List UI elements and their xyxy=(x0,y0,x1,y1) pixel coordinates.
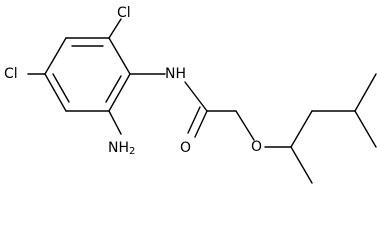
bond-ch-ch2 xyxy=(290,110,313,148)
bond-carbonyl-double-b xyxy=(187,106,201,134)
chlorine-left-label: Cl xyxy=(4,66,18,82)
amino-group-nh: NH xyxy=(108,140,129,156)
amino-subscript: 2 xyxy=(129,146,135,157)
bond-nitrogen-carbonyl xyxy=(184,81,208,112)
ring-double-bond-inner-3 xyxy=(105,75,122,103)
ring-bond-c1-c2 xyxy=(108,37,131,75)
bond-isopropyl-methyl-up xyxy=(354,73,377,112)
chemical-structure-diagram: Cl Cl NH NH2 O O xyxy=(4,5,377,184)
ring-bond-c6-c1 xyxy=(108,73,131,112)
amino-group-label: NH2 xyxy=(108,140,135,157)
chlorine-top-label: Cl xyxy=(117,5,131,21)
carbonyl-oxygen-label: O xyxy=(180,140,191,156)
ring-double-bond-inner-2 xyxy=(52,73,70,103)
bond-c6-amino xyxy=(108,110,122,135)
bond-carbonyl-double-a xyxy=(194,110,208,138)
ether-oxygen-label: O xyxy=(251,139,262,155)
benzene-ring xyxy=(44,37,131,112)
bond-c2-chlorine xyxy=(108,18,122,39)
bond-ch2-ether-oxygen xyxy=(235,110,255,141)
bond-ch-methyl xyxy=(290,146,313,184)
bond-isopropyl-methyl-down xyxy=(354,110,377,148)
ring-bond-c3-c4 xyxy=(44,37,67,75)
amide-nitrogen-label: NH xyxy=(165,66,186,82)
ring-bond-c4-c5 xyxy=(44,73,67,112)
